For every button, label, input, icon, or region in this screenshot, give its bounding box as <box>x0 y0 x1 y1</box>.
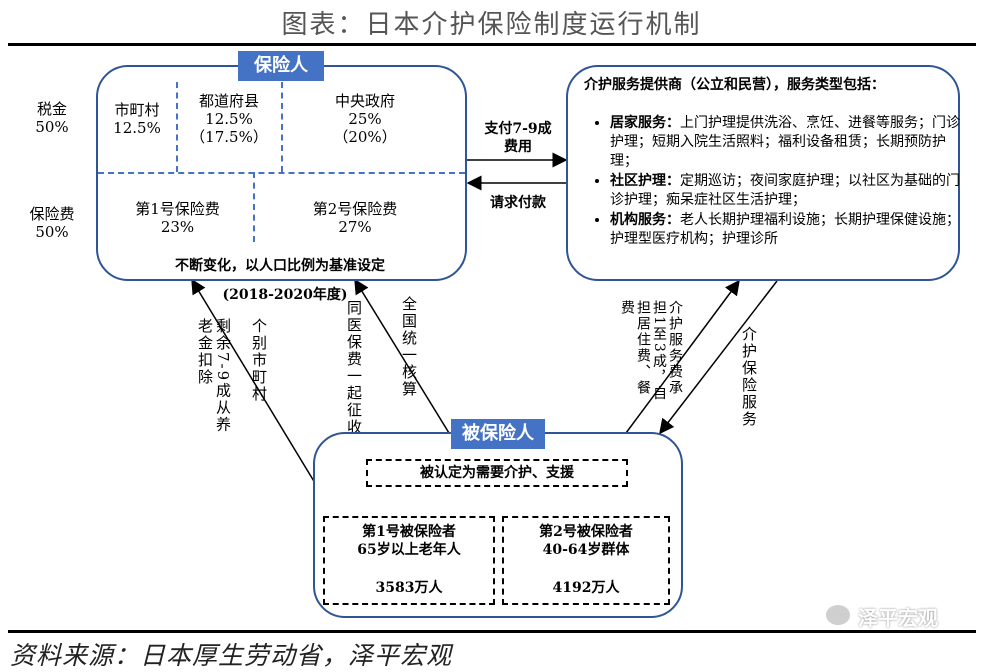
premium-label: 保险费 50% <box>29 205 75 241</box>
insurer-tag: 保险人 <box>238 51 324 81</box>
source-note: 资料来源：日本厚生劳动省，泽平宏观 <box>10 641 453 670</box>
national-label: 全国统一核算 <box>400 296 418 398</box>
list-item: 机构服务：老人长期护理福利设施；长期护理保健设施；护理型医疗机构；护理诊所 <box>610 211 970 249</box>
insured-group2: 第2号被保险者 40-64岁群体 4192万人 <box>502 516 670 605</box>
insured-requirement: 被认定为需要介护、支援 <box>366 459 628 487</box>
top-rule <box>8 43 976 46</box>
list-item: 居家服务：上门护理提供洗浴、烹饪、进餐等服务；门诊护理；短期入院生活照料；福利设… <box>610 114 970 171</box>
wechat-icon <box>826 605 850 625</box>
bottom-rule <box>8 630 976 633</box>
insured-group1: 第1号被保险者 65岁以上老年人 3583万人 <box>323 516 495 605</box>
arrow-service <box>659 280 778 435</box>
copay-label: 介护服务费承担1至3成，自担居住费、餐费 <box>619 300 683 402</box>
watermark: 泽平宏观 <box>858 606 938 630</box>
insurer-period: (2018-2020年度) <box>222 287 348 303</box>
premium2-share: 第2号保险费 27% <box>312 200 398 236</box>
with-medical-label: 同医保费一起征收 <box>345 300 363 436</box>
page-title: 图表：日本介护保险制度运行机制 <box>281 10 702 40</box>
premium1-share: 第1号保险费 23% <box>135 200 220 236</box>
insurer-divider <box>98 172 465 174</box>
insured-tag: 被保险人 <box>451 419 545 449</box>
request-pay-label: 请求付款 <box>490 195 546 211</box>
pension-deduct-label: 剩余7-9成从养老金扣除 <box>196 318 232 434</box>
arrow-copay <box>625 279 740 434</box>
provider-box <box>566 65 960 281</box>
municipal-share: 市町村 12.5% <box>113 101 161 137</box>
insurer-divider <box>253 172 255 242</box>
service-label: 介护保险服务 <box>740 326 758 428</box>
provider-service-list: 居家服务：上门护理提供洗浴、烹饪、进餐等服务；门诊护理；短期入院生活照料；福利设… <box>580 114 970 250</box>
tax-label: 税金 50% <box>35 100 69 136</box>
insurer-divider <box>176 82 178 172</box>
central-share: 中央政府 25% （20%） <box>333 92 397 146</box>
provider-heading: 介护服务提供商（公立和民营），服务类型包括： <box>584 77 885 93</box>
arrow-group1-to-insurer <box>191 278 336 517</box>
prefecture-share: 都道府县 12.5% （17.5%） <box>190 92 268 146</box>
insurer-note: 不断变化，以人口比例为基准设定 <box>175 258 385 274</box>
insurer-divider <box>281 82 283 172</box>
list-item: 社区护理：定期巡访；夜间家庭护理；以社区为基础的门诊护理；痴呆症社区生活护理； <box>610 172 970 210</box>
pay-fee-label: 支付7-9成费用 <box>484 121 552 155</box>
municipal-collect-label: 个别市町村 <box>250 318 268 403</box>
